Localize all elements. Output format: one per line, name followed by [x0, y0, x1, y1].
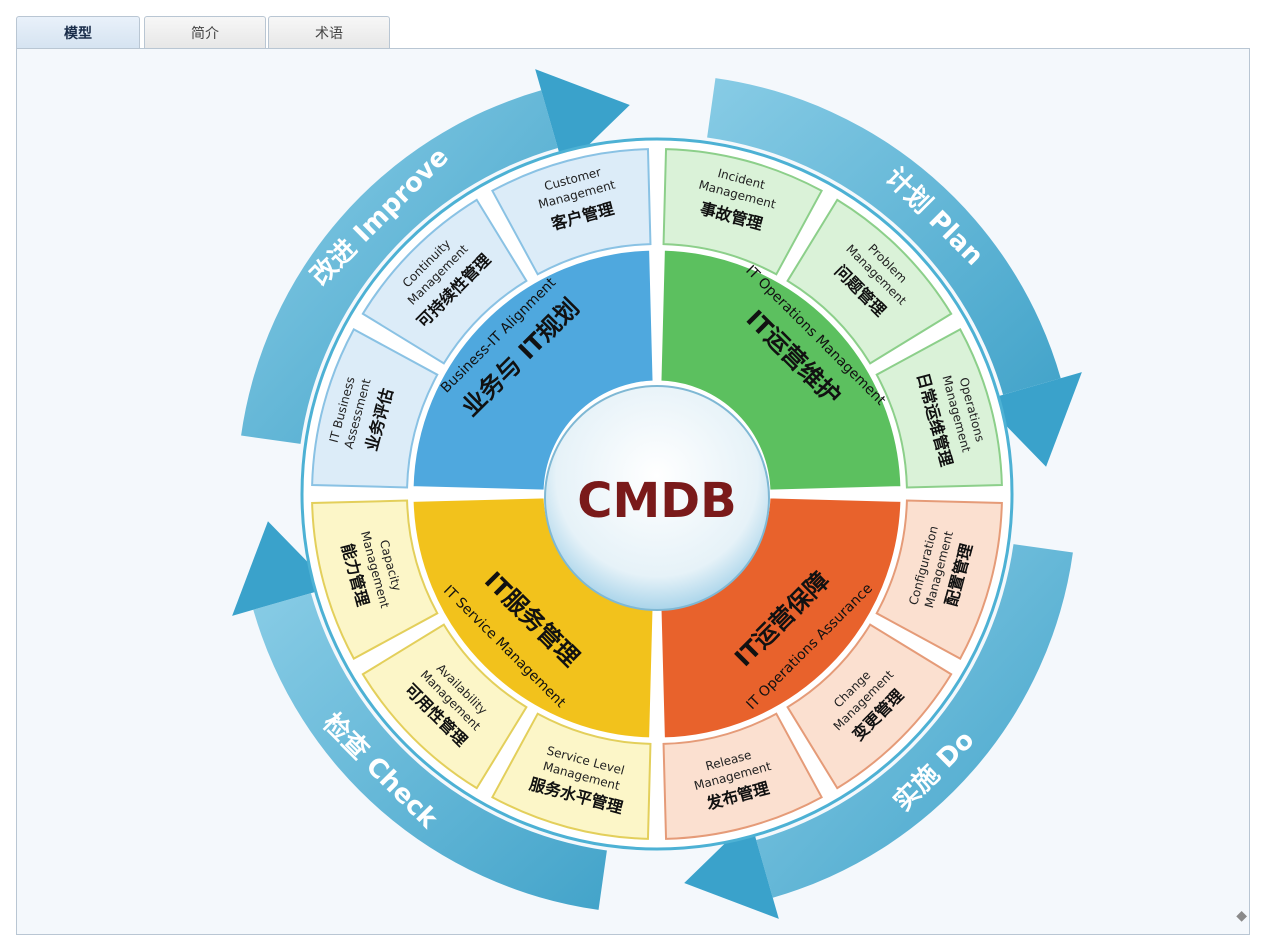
outer-segment: [786, 623, 953, 790]
outer-segment: [662, 148, 823, 276]
pdca-arrow-head: [232, 521, 333, 616]
resize-icon[interactable]: ◆: [1236, 908, 1247, 924]
outer-segment: [875, 499, 1003, 660]
tab-model[interactable]: 模型: [16, 16, 140, 49]
pdca-arrow-body: [707, 78, 1061, 395]
outer-segment: [662, 712, 823, 840]
outer-segment: [361, 623, 528, 790]
outer-segment: [361, 198, 528, 365]
center-label: CMDB: [577, 473, 736, 529]
quadrant-sector: [658, 247, 904, 493]
tab-intro[interactable]: 简介: [144, 16, 266, 48]
quadrant-sector: [410, 247, 656, 493]
pdca-arrow-body: [241, 90, 558, 444]
outer-segment: [491, 148, 652, 276]
pdca-arrow-body: [756, 544, 1073, 898]
outer-segment: [786, 198, 953, 365]
pdca-arrow-body: [253, 593, 607, 910]
center-circle: [544, 385, 770, 611]
tab-bar: 模型 简介 术语: [16, 16, 1250, 49]
pdca-arrow-head: [981, 372, 1082, 467]
pdca-arrows: [232, 69, 1082, 919]
outer-segment: [491, 712, 652, 840]
outer-segment: [311, 499, 439, 660]
outer-segments: IT BusinessAssessment业务评估ContinuityManag…: [311, 148, 1003, 840]
outer-segment: [311, 328, 439, 489]
pdca-arrow-head: [535, 69, 630, 170]
tab-glossary[interactable]: 术语: [268, 16, 390, 48]
pdca-arrow-head: [684, 818, 779, 919]
cmdb-diagram: IT BusinessAssessment业务评估ContinuityManag…: [232, 69, 1082, 919]
outer-segment: [875, 328, 1003, 489]
